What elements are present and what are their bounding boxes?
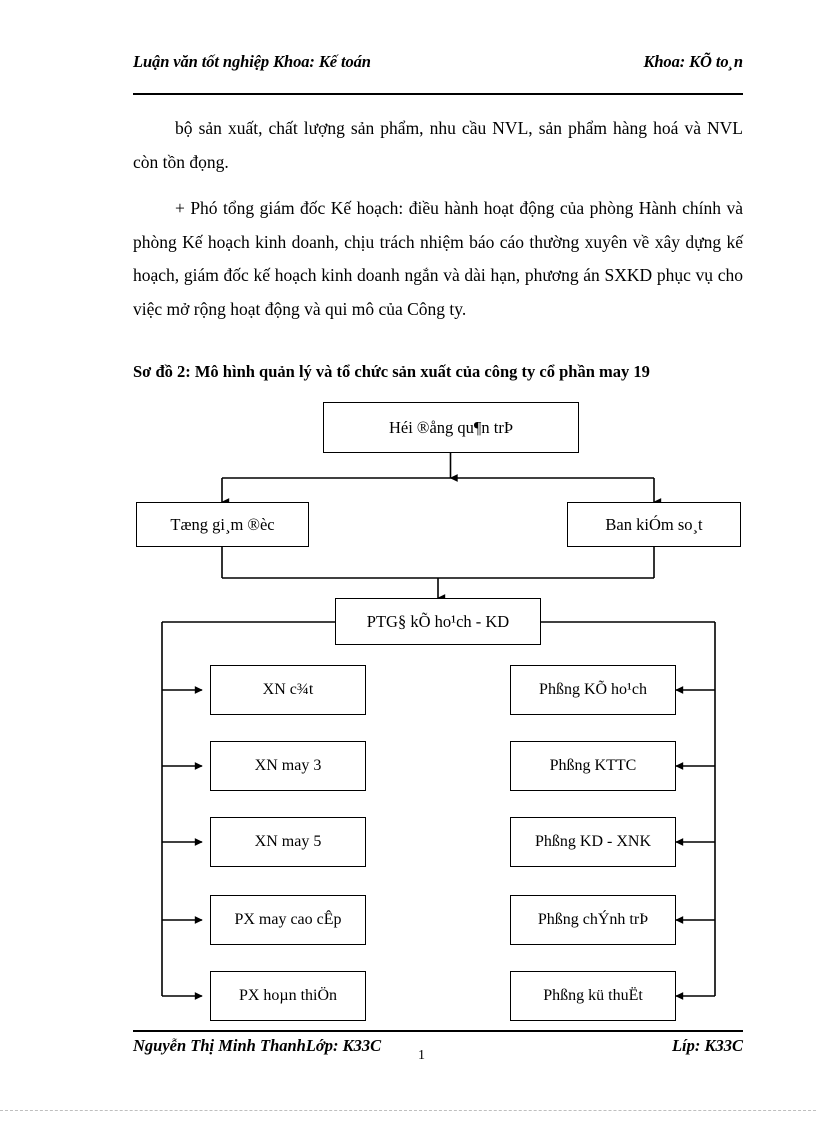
page-number: 1 bbox=[418, 1048, 425, 1063]
node-label: XN may 5 bbox=[254, 833, 322, 850]
node-general-director: Tæng gi¸m ®èc bbox=[136, 502, 309, 547]
node-left-3: XN may 5 bbox=[210, 817, 366, 867]
footer-class: Líp: K33C bbox=[671, 1036, 743, 1055]
node-label: Héi ®ång qu¶n trÞ bbox=[388, 417, 514, 437]
header-divider bbox=[133, 93, 743, 95]
node-label: XN may 3 bbox=[254, 757, 322, 774]
node-left-4: PX may cao cÊp bbox=[210, 895, 366, 945]
node-right-3: Phßng KD - XNK bbox=[510, 817, 676, 867]
node-right-5: Phßng kü thuËt bbox=[510, 971, 676, 1021]
node-label: Phßng chÝnh trÞ bbox=[537, 911, 649, 928]
page-footer: Nguyễn Thị Minh ThanhLớp: K33C Líp: K33C bbox=[133, 1036, 743, 1066]
paragraph-2: + Phó tổng giám đốc Kế hoạch: điều hành … bbox=[133, 198, 743, 319]
node-left-5: PX hoµn thiÖn bbox=[210, 971, 366, 1021]
node-label: Tæng gi¸m ®èc bbox=[170, 514, 275, 534]
node-right-4: Phßng chÝnh trÞ bbox=[510, 895, 676, 945]
node-label: PX hoµn thiÖn bbox=[238, 987, 338, 1004]
footer-author: Nguyễn Thị Minh ThanhLớp: K33C bbox=[133, 1036, 382, 1055]
node-label: PTG§ kÕ ho¹ch - KD bbox=[366, 611, 510, 631]
node-label: PX may cao cÊp bbox=[234, 911, 342, 928]
node-left-1: XN c¾t bbox=[210, 665, 366, 715]
footer-divider bbox=[133, 1030, 743, 1032]
node-right-1: Phßng KÕ ho¹ch bbox=[510, 665, 676, 715]
diagram-caption: Sơ đồ 2: Mô hình quản lý và tổ chức sản … bbox=[133, 362, 650, 381]
header-title-right: Khoa: KÕ to¸n bbox=[643, 52, 743, 71]
node-label: Ban kiÓm so¸t bbox=[605, 514, 703, 534]
node-right-2: Phßng KTTC bbox=[510, 741, 676, 791]
node-inspection-board: Ban kiÓm so¸t bbox=[567, 502, 741, 547]
node-label: Phßng KD - XNK bbox=[535, 833, 651, 850]
node-label: XN c¾t bbox=[262, 681, 314, 698]
node-left-2: XN may 3 bbox=[210, 741, 366, 791]
node-label: Phßng kü thuËt bbox=[543, 987, 643, 1004]
node-board-of-management: Héi ®ång qu¶n trÞ bbox=[323, 402, 579, 453]
header-title-left: Luận văn tốt nghiệp Khoa: Kế toán bbox=[133, 52, 371, 71]
body-text: bộ sản xuất, chất lượng sản phẩm, nhu cầ… bbox=[133, 112, 743, 326]
page-header: Luận văn tốt nghiệp Khoa: Kế toán Khoa: … bbox=[133, 52, 743, 86]
node-label: Phßng KTTC bbox=[549, 757, 637, 774]
bottom-dashed-line bbox=[0, 1110, 816, 1111]
node-label: Phßng KÕ ho¹ch bbox=[539, 681, 647, 698]
node-deputy-director-planning: PTG§ kÕ ho¹ch - KD bbox=[335, 598, 541, 645]
paragraph-1: bộ sản xuất, chất lượng sản phẩm, nhu cầ… bbox=[133, 118, 743, 172]
